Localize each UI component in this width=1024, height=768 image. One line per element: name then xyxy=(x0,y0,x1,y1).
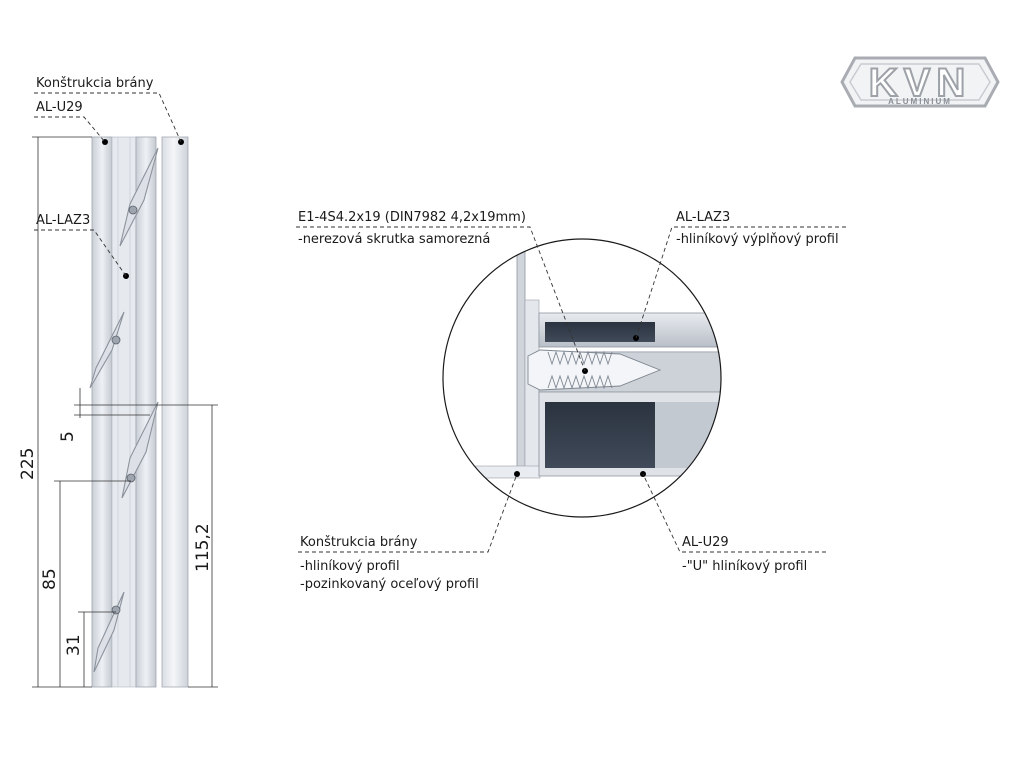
detail-circle xyxy=(442,238,722,518)
dim-total-height: 225 xyxy=(18,448,38,480)
label-fill-profile-left: AL-LAZ3 xyxy=(36,213,90,228)
u-profile-rail-inner xyxy=(111,136,137,688)
logo-mark: KVN xyxy=(869,61,971,105)
screw-head xyxy=(128,205,138,215)
dim-gap: 5 xyxy=(58,431,78,442)
kvn-logo: KVN ALUMINIUM xyxy=(840,56,1000,108)
u-profile-rail xyxy=(91,136,113,688)
screw-head xyxy=(126,473,136,483)
gate-structure-title: Konštrukcia brány xyxy=(300,535,418,550)
dim-bottom-offset: 31 xyxy=(64,634,84,656)
left-elevation xyxy=(89,136,189,688)
dim-module-height: 115,2 xyxy=(193,523,213,572)
screw-head xyxy=(111,605,121,615)
detail-callouts xyxy=(296,226,846,553)
fill-profile-code: AL-LAZ3 xyxy=(676,210,730,225)
u-profile-desc: -"U" hliníkový profil xyxy=(682,559,807,574)
gate-structure-desc-2: -pozinkovaný oceľový profil xyxy=(300,577,479,592)
dim-lower-pitch: 85 xyxy=(40,568,60,590)
u-profile-base xyxy=(443,465,541,479)
label-gate-structure-left: Konštrukcia brány xyxy=(36,76,154,91)
fill-profile-desc: -hliníkový výplňový profil xyxy=(676,232,839,247)
label-u-profile-left: AL-U29 xyxy=(36,100,83,115)
left-callouts xyxy=(34,92,182,277)
gate-structure-plate xyxy=(516,239,526,477)
dimension-lines xyxy=(32,136,218,688)
screw-desc: -nerezová skrutka samorezná xyxy=(298,232,490,247)
logo-subtext: ALUMINIUM xyxy=(888,97,952,106)
gate-post xyxy=(161,136,189,688)
gate-structure-desc-1: -hliníkový profil xyxy=(300,559,400,574)
screw-code: E1-4S4.2x19 (DIN7982 4,2x19mm) xyxy=(298,210,526,225)
screw-head xyxy=(111,335,121,345)
u-profile-code: AL-U29 xyxy=(682,535,729,550)
callout-dot xyxy=(123,273,129,279)
slat-shape xyxy=(119,147,159,247)
screw xyxy=(527,349,662,391)
